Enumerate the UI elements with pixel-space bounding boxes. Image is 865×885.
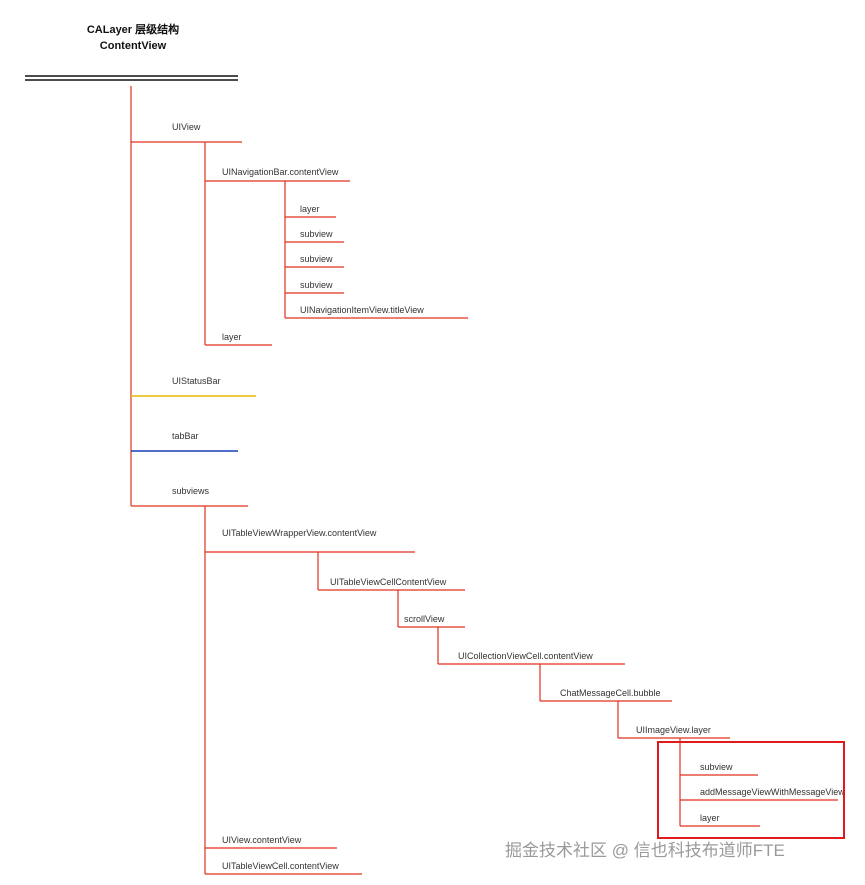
node-highlight-layer: layer xyxy=(700,813,720,823)
node-navbar-subview-3: subview xyxy=(300,280,333,290)
node-subviews: subviews xyxy=(172,486,210,496)
node-navbar-titleview: UINavigationItemView.titleView xyxy=(300,305,424,315)
node-highlight-add-message: addMessageViewWithMessageView xyxy=(700,787,845,797)
node-imageview-layer: UIImageView.layer xyxy=(636,725,711,735)
root-title-line1: CALayer 层级结构 xyxy=(86,24,180,36)
node-uistatusbar: UIStatusBar xyxy=(172,376,221,386)
node-navbar-layer: layer xyxy=(300,204,320,214)
node-chatmessagecell-bubble: ChatMessageCell.bubble xyxy=(560,688,661,698)
node-tabbar: tabBar xyxy=(172,431,199,441)
node-uiview-contentview: UIView.contentView xyxy=(222,835,302,845)
node-tableviewcell-content: UITableViewCellContentView xyxy=(330,577,447,587)
watermark-text: 掘金技术社区 @ 信也科技布道师FTE xyxy=(505,841,785,860)
root-node: CALayer 层级结构 ContentView xyxy=(28,22,238,54)
node-highlight-subview: subview xyxy=(700,762,733,772)
node-scrollview: scrollView xyxy=(404,614,445,624)
node-navbar-subview-1: subview xyxy=(300,229,333,239)
node-tableviewcell-contentview: UITableViewCell.contentView xyxy=(222,861,339,871)
node-uiview-layer: layer xyxy=(222,332,242,342)
node-uiview: UIView xyxy=(172,122,201,132)
node-collectionviewcell-content: UICollectionViewCell.contentView xyxy=(458,651,593,661)
node-navbar-contentview: UINavigationBar.contentView xyxy=(222,167,339,177)
node-tableview-wrapper: UITableViewWrapperView.contentView xyxy=(222,528,377,538)
highlight-box xyxy=(657,741,845,839)
root-title-line2: ContentView xyxy=(99,40,167,52)
node-navbar-subview-2: subview xyxy=(300,254,333,264)
